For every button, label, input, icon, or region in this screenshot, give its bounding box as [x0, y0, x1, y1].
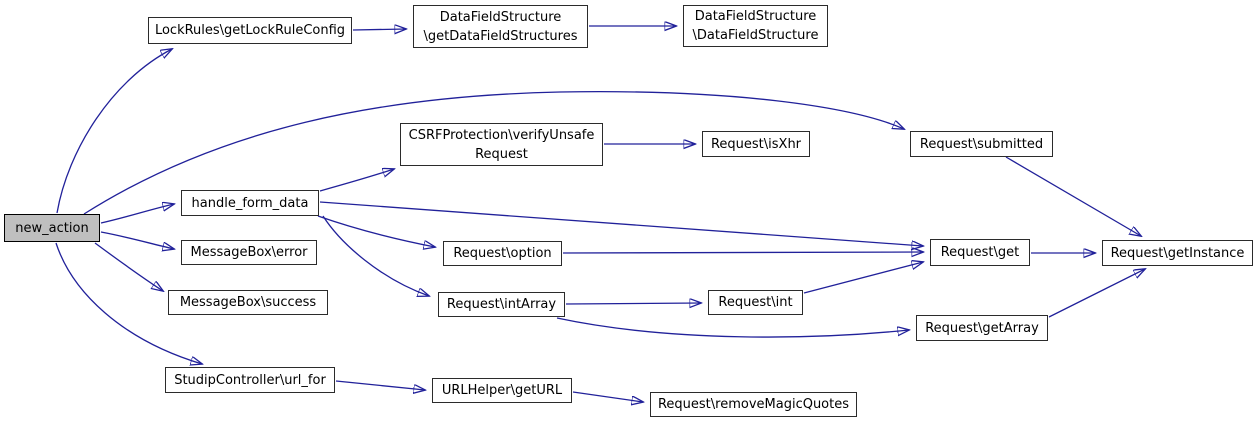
node-csrfprotection-verifyunsaferequest[interactable]: CSRFProtection\verifyUnsafe Request — [400, 123, 603, 166]
edge-lockruleconfig-to-getdatafieldstructures — [352, 29, 406, 30]
node-request-option[interactable]: Request\option — [443, 241, 562, 266]
edge-getarray-to-getinstance — [1048, 269, 1145, 318]
edge-intarray-to-getarray — [556, 317, 909, 338]
edge-handle-form-data-to-get — [319, 201, 923, 246]
node-messagebox-success[interactable]: MessageBox\success — [168, 290, 328, 315]
node-studipcontroller-url-for[interactable]: StudipController\url_for — [165, 367, 335, 393]
node-lockrules-getlockruleconfig[interactable]: LockRules\getLockRuleConfig — [148, 17, 352, 44]
edge-new-action-to-submitted — [83, 91, 904, 215]
edge-geturl-to-removemagicquotes — [572, 391, 643, 402]
node-handle-form-data[interactable]: handle_form_data — [181, 190, 319, 216]
edge-new-action-to-url-for — [55, 242, 202, 364]
node-request-int[interactable]: Request\int — [708, 290, 803, 315]
node-datafieldstructure-getdatafieldstructures[interactable]: DataFieldStructure \getDataFieldStructur… — [413, 5, 588, 48]
node-request-getinstance[interactable]: Request\getInstance — [1102, 240, 1253, 266]
edge-new-action-to-lockruleconfig — [56, 49, 172, 214]
edge-new-action-to-handle-form-data — [100, 204, 174, 224]
node-request-getarray[interactable]: Request\getArray — [916, 315, 1048, 341]
node-urlhelper-geturl[interactable]: URLHelper\getURL — [432, 378, 572, 403]
node-datafieldstructure-datafieldstructure[interactable]: DataFieldStructure \DataFieldStructure — [683, 5, 828, 47]
node-request-submitted[interactable]: Request\submitted — [910, 131, 1053, 157]
edge-handle-form-data-to-intarray — [322, 215, 429, 296]
node-messagebox-error[interactable]: MessageBox\error — [181, 240, 317, 265]
node-request-isxhr[interactable]: Request\isXhr — [702, 131, 810, 157]
edge-handle-form-data-to-csrf — [319, 169, 394, 192]
node-request-get[interactable]: Request\get — [930, 239, 1030, 266]
node-request-removemagicquotes[interactable]: Request\removeMagicQuotes — [650, 392, 857, 417]
node-request-intarray[interactable]: Request\intArray — [438, 292, 565, 317]
edge-new-action-to-messagebox-success — [94, 242, 163, 291]
edge-handle-form-data-to-option — [317, 215, 435, 247]
node-new-action: new_action — [4, 214, 100, 242]
edge-submitted-to-getinstance — [1005, 156, 1141, 236]
edge-new-action-to-messagebox-error — [100, 231, 174, 249]
edge-option-to-get — [562, 252, 923, 253]
edge-url-for-to-geturl — [335, 380, 425, 390]
edge-intarray-to-int — [565, 303, 701, 304]
edge-int-to-get — [803, 262, 923, 294]
